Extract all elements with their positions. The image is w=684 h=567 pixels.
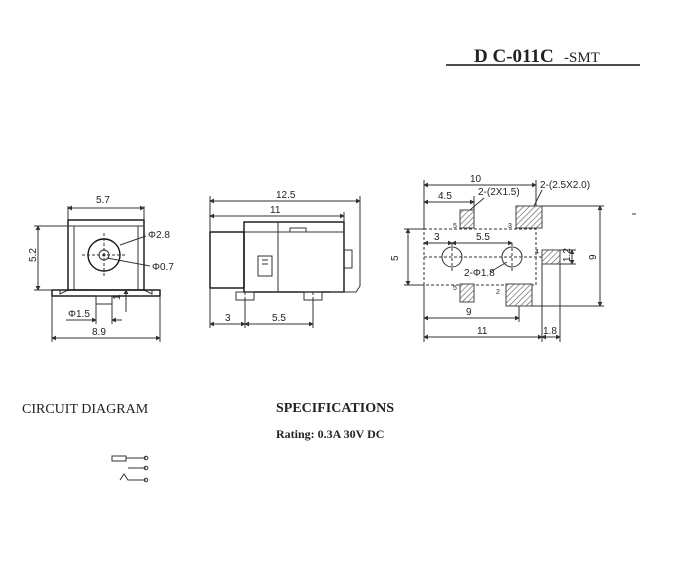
dim-footprint-height-right: 9: [588, 254, 599, 260]
dim-small-pads: 2-(2X1.5): [478, 187, 520, 198]
pad-bottom-small: [459, 283, 475, 303]
front-peg: [95, 295, 113, 305]
dim-footprint-width: 10: [470, 174, 482, 185]
dim-hole-inner: Φ0.7: [152, 262, 174, 273]
circuit-heading: CIRCUIT DIAGRAM: [22, 402, 149, 417]
part-suffix: -SMT: [564, 50, 600, 66]
pad-top-large: [515, 205, 543, 229]
specifications: SPECIFICATIONS Rating: 0.3A 30V DC: [276, 401, 394, 441]
circuit-diagram: CIRCUIT DIAGRAM: [22, 402, 149, 483]
front-body: [67, 219, 145, 291]
dim-front-height: 5.2: [28, 248, 39, 262]
dim-large-pads: 2-(2.5X2.0): [540, 180, 590, 191]
pin-label: 5: [453, 285, 457, 292]
front-view: 5.7 5.2 Φ2.8 Φ0.7 Φ1.5 1 8.9: [28, 195, 174, 342]
part-title: D C-011C -SMT: [446, 46, 640, 67]
dim-footprint-height: 5: [390, 255, 401, 261]
side-window: [257, 255, 273, 277]
pin-label: 3: [508, 223, 512, 230]
dim-side-overall: 12.5: [276, 190, 296, 201]
dim-hole-spacing: 5.5: [476, 232, 490, 243]
dim-bottom-span: 9: [466, 307, 472, 318]
dim-side-offset: 3: [225, 313, 231, 324]
hole-right: [501, 246, 523, 268]
dim-side-peg-spacing: 5.5: [272, 313, 286, 324]
pin-label: 4: [535, 249, 539, 256]
part-number: D C-011C: [474, 46, 554, 67]
dim-front-base: 8.9: [92, 327, 106, 338]
dim-front-width: 5.7: [96, 195, 110, 206]
pad-top-small: [459, 209, 475, 229]
pin-label: 5: [453, 223, 457, 230]
pin-label: 2: [496, 289, 500, 296]
dim-hole-offset: 3: [434, 232, 440, 243]
side-view: 12.5 11 3 5.5: [209, 190, 361, 328]
dim-peg: Φ1.5: [68, 309, 90, 320]
dim-pad-gap: 1.2: [562, 248, 573, 262]
hole-left: [441, 246, 463, 268]
dim-foot: 1: [112, 294, 123, 300]
pad-bottom-large: [505, 283, 533, 307]
specs-heading: SPECIFICATIONS: [276, 401, 394, 416]
pcb-footprint: 5 3 5 2 4 10 4.5 2-(2X1.5) 2-(2.5X2.0) 3…: [390, 174, 636, 342]
rating-text: Rating: 0.3A 30V DC: [276, 427, 384, 441]
pad-side: [541, 249, 561, 265]
dim-tail: 1.8: [543, 326, 557, 337]
dim-overall-length: 11: [477, 326, 488, 337]
jack-symbol: [111, 455, 149, 483]
dim-holes: 2-Φ1.8: [464, 268, 495, 279]
dim-side-body: 11: [270, 205, 281, 216]
side-body: [243, 221, 345, 293]
dim-hole-outer: Φ2.8: [148, 230, 170, 241]
side-barrel: [209, 231, 245, 289]
dim-left-offset: 4.5: [438, 191, 452, 202]
front-flange: [51, 289, 161, 297]
